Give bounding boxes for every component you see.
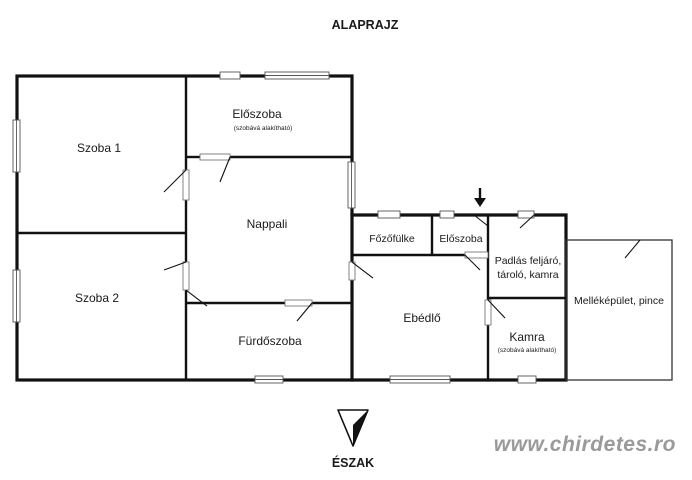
entrance-arrow-icon [474, 188, 486, 207]
room-furdoszoba: Fürdőszoba [238, 334, 302, 348]
doors [163, 156, 641, 322]
room-ebedlo: Ebédlő [403, 311, 441, 325]
room-kamra-note: (szobává alakítható) [498, 347, 557, 354]
windows [12, 71, 537, 384]
room-eloszoba: Előszoba [232, 107, 282, 121]
room-eloszoba-note: (szobává alakítható) [234, 125, 293, 132]
room-labels: Előszoba (szobává alakítható) Szoba 1 Sz… [75, 107, 664, 354]
room-fozofulke: Főzőfülke [369, 233, 415, 245]
plan-title: ALAPRAJZ [332, 18, 399, 32]
room-padlas-line2: tároló, kamra [497, 269, 558, 281]
room-eloszoba-small: Előszoba [439, 233, 482, 245]
watermark: www.chirdetes.ro [494, 433, 676, 456]
room-padlas-line1: Padlás feljáró, [495, 255, 562, 267]
room-szoba-2: Szoba 2 [75, 291, 119, 305]
room-kamra: Kamra [509, 330, 545, 344]
outer-walls [15, 74, 673, 382]
compass-label: ÉSZAK [332, 455, 374, 470]
north-arrow-icon [337, 409, 369, 447]
room-nappali: Nappali [247, 217, 288, 231]
room-szoba-1: Szoba 1 [77, 141, 121, 155]
room-mellekepulet: Melléképület, pince [574, 295, 664, 307]
